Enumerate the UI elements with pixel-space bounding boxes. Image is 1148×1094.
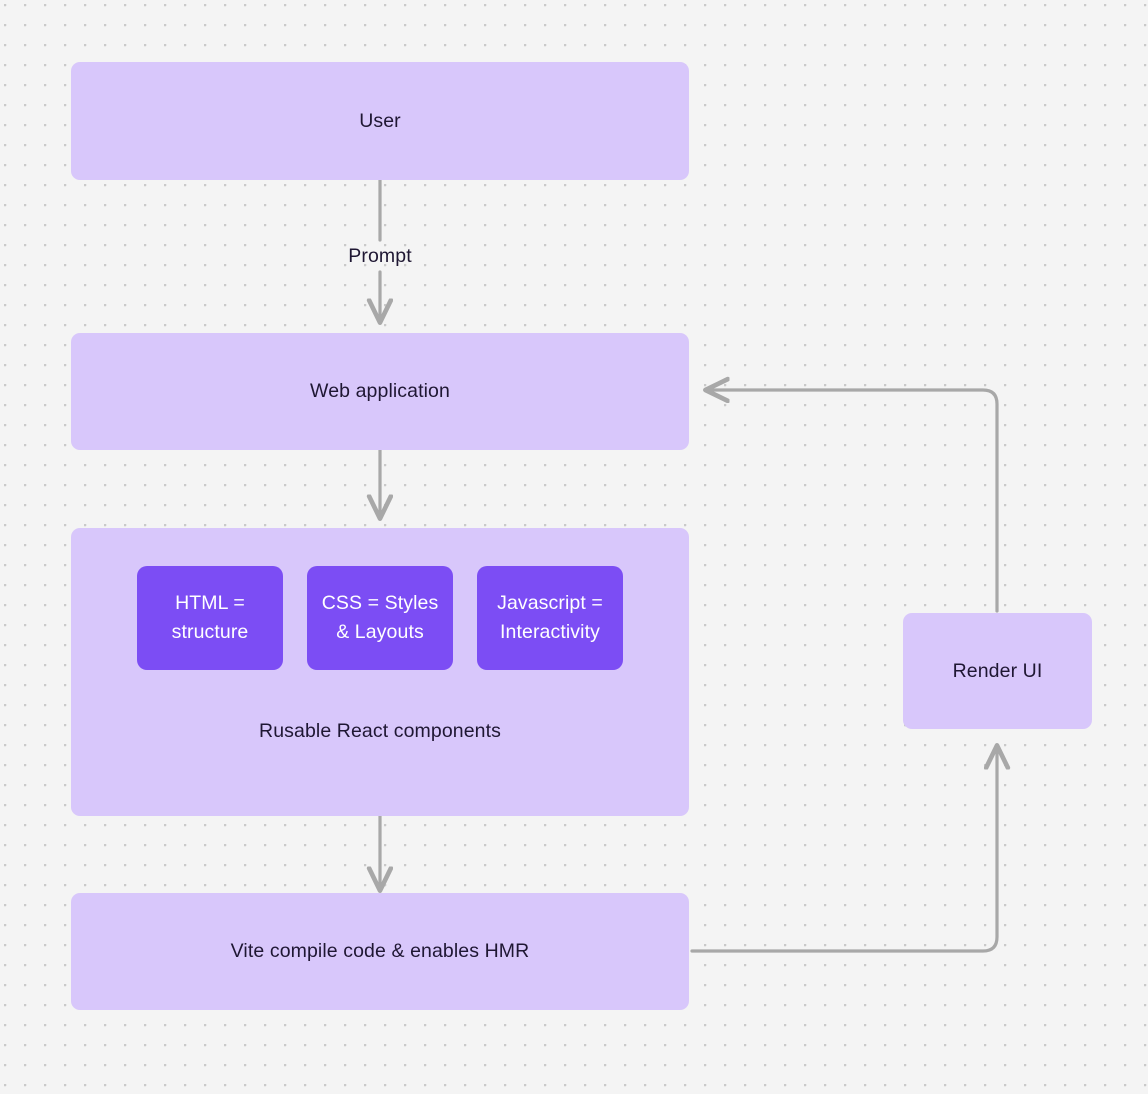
html-chip-line-1: HTML = xyxy=(175,592,245,615)
node-vite[interactable]: Vite compile code & enables HMR xyxy=(71,893,689,1010)
node-js-chip[interactable]: Javascript = Interactivity xyxy=(477,566,623,670)
js-chip-line-1: Javascript = xyxy=(497,592,603,615)
node-web-application[interactable]: Web application xyxy=(71,333,689,450)
css-chip-line-2: & Layouts xyxy=(336,621,424,643)
node-vite-label: Vite compile code & enables HMR xyxy=(230,940,530,963)
node-css-chip[interactable]: CSS = Styles & Layouts xyxy=(307,566,453,670)
css-chip-line-1: CSS = Styles xyxy=(321,592,439,615)
node-components-group-label: Rusable React components xyxy=(259,720,501,742)
node-render-ui-label: Render UI xyxy=(952,659,1043,682)
html-chip-line-2: structure xyxy=(171,621,249,643)
edge-render-ui-to-web-application xyxy=(706,390,999,613)
node-js-chip-label: Javascript = Interactivity xyxy=(497,589,603,646)
node-components-group[interactable]: HTML = structure CSS = Styles & Layouts … xyxy=(71,528,689,816)
node-css-chip-label: CSS = Styles & Layouts xyxy=(322,589,439,646)
js-chip-line-2: Interactivity xyxy=(500,621,600,643)
edge-label-prompt: Prompt xyxy=(348,245,412,267)
node-web-application-label: Web application xyxy=(310,380,450,403)
node-user-label: User xyxy=(359,109,401,132)
node-user[interactable]: User xyxy=(71,62,689,180)
node-html-chip[interactable]: HTML = structure xyxy=(137,566,283,670)
edge-vite-to-render-ui xyxy=(690,746,997,953)
node-html-chip-label: HTML = structure xyxy=(172,589,249,646)
node-render-ui[interactable]: Render UI xyxy=(903,613,1092,729)
